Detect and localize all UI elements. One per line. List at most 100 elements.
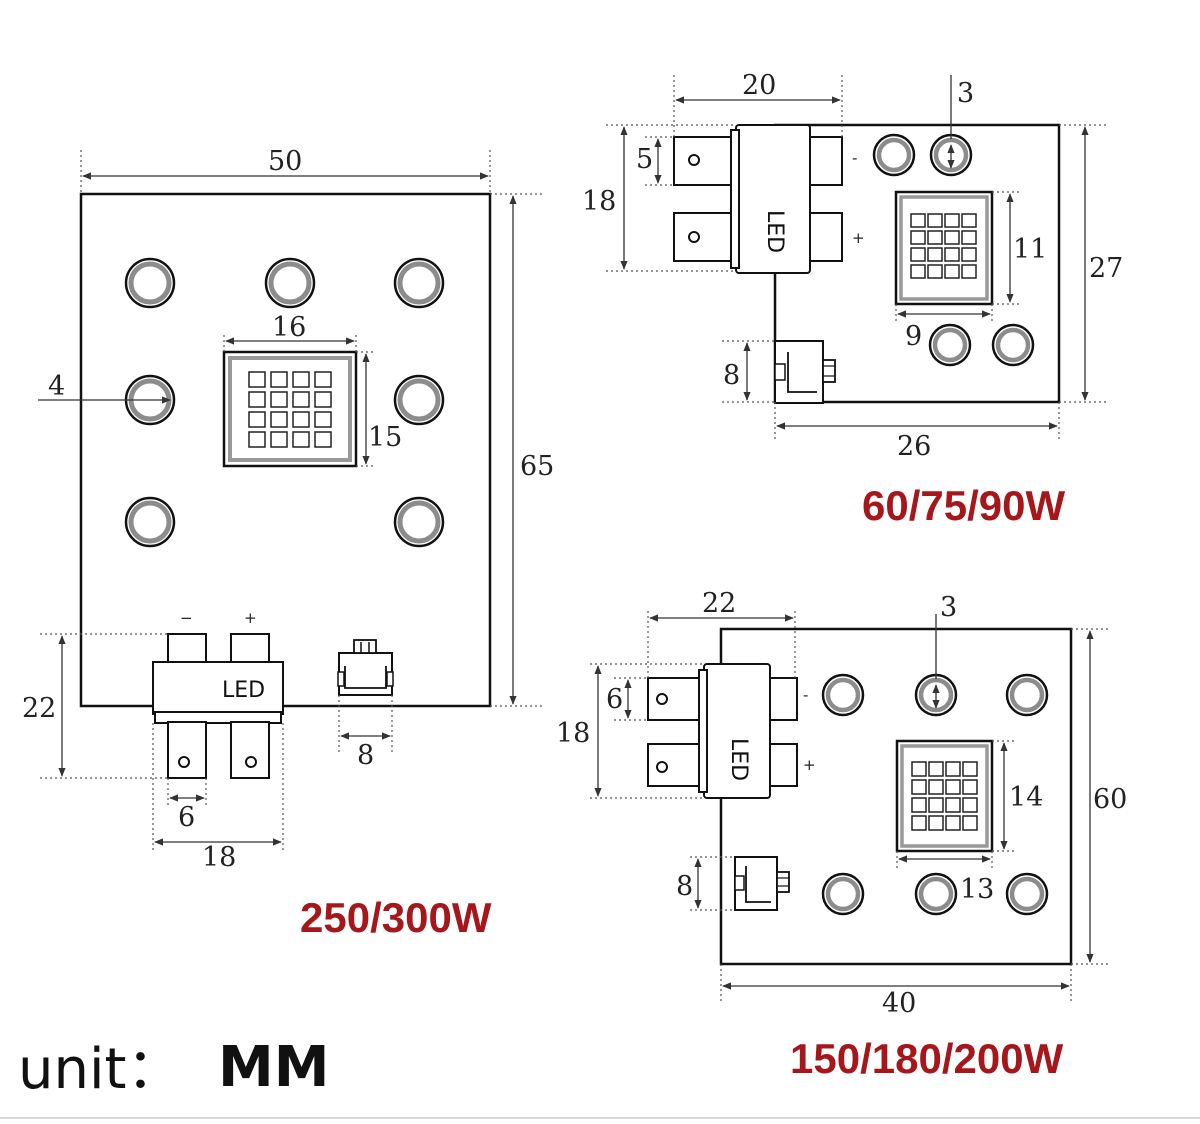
power-connector: LED - + [647, 663, 816, 799]
unit-label: unit： [18, 1037, 183, 1102]
power-connector: LED - + [673, 124, 865, 274]
mounting-hole [128, 500, 172, 544]
led-cell [292, 371, 310, 388]
led-cell [292, 431, 310, 448]
dim-terminal-width: 6 [606, 684, 623, 715]
led-cell [944, 230, 960, 245]
mounting-hole [268, 261, 312, 305]
led-cell [928, 797, 944, 813]
led-cell [928, 779, 944, 795]
driver-socket [774, 340, 836, 404]
dim-socket-height: 8 [723, 360, 740, 391]
chip-cell-grid [910, 213, 977, 279]
minus-sign: - [852, 149, 857, 167]
mounting-holes [821, 673, 1049, 916]
led-cell [945, 797, 961, 813]
dim-terminal-span: 18 [202, 842, 236, 873]
led-cell [270, 411, 288, 428]
led-cell [314, 411, 332, 428]
plus-sign: + [244, 609, 257, 627]
led-chip [222, 350, 358, 468]
board-250-300w: 4 50 16 15 65 − + LED [22, 146, 554, 941]
dim-hole-diameter: 3 [940, 592, 957, 623]
led-cell [911, 815, 927, 831]
chip-cell-grid [911, 761, 978, 831]
led-cell [944, 247, 960, 262]
driver-socket [337, 639, 394, 696]
mounting-hole [128, 261, 172, 305]
led-cell [248, 431, 266, 448]
led-cell [910, 213, 926, 228]
dim-terminal-width: 5 [636, 144, 653, 175]
led-cell [944, 213, 960, 228]
led-cell [911, 779, 927, 795]
dim-chip-height: 14 [1009, 782, 1043, 813]
dim-top-span: 22 [702, 588, 736, 619]
power-connector: − + LED [152, 609, 284, 779]
dim-hole-diameter: 4 [48, 371, 65, 402]
connector-led-label: LED [222, 678, 265, 703]
model-label-60-75-90w: 60/75/90W [862, 482, 1065, 529]
plus-sign: + [803, 756, 816, 774]
led-cell [962, 779, 978, 795]
led-cell [314, 431, 332, 448]
led-cell [927, 264, 943, 279]
dim-terminal-span: 18 [556, 718, 590, 749]
dim-board-height: 65 [520, 451, 554, 482]
mounting-holes [872, 133, 1035, 367]
led-cell [961, 247, 977, 262]
dim-top-span: 20 [742, 70, 776, 101]
dim-board-height: 27 [1089, 253, 1123, 284]
led-cell [292, 391, 310, 408]
led-cell [270, 431, 288, 448]
dim-chip-width: 9 [905, 321, 922, 352]
chip-cell-grid [248, 371, 332, 448]
led-cell [962, 797, 978, 813]
dim-board-width: 26 [897, 431, 931, 462]
model-label-150-180-200w: 150/180/200W [790, 1035, 1064, 1082]
minus-sign: - [803, 686, 808, 704]
dim-chip-width: 13 [960, 874, 994, 905]
led-cell [962, 761, 978, 777]
led-cell [270, 391, 288, 408]
led-cell [910, 230, 926, 245]
connector-led-label: LED [762, 210, 787, 253]
led-cell [927, 213, 943, 228]
led-cell [248, 371, 266, 388]
led-cell [314, 391, 332, 408]
mounting-hole [397, 261, 441, 305]
led-cell [927, 247, 943, 262]
dim-board-width: 40 [882, 988, 916, 1019]
led-cell [928, 761, 944, 777]
plus-sign: + [852, 229, 865, 247]
dim-chip-width: 16 [272, 312, 306, 343]
mounting-hole [397, 378, 441, 422]
led-cell [961, 230, 977, 245]
led-cell [911, 761, 927, 777]
dim-chip-height: 15 [368, 422, 402, 453]
dim-terminal-width: 6 [178, 802, 195, 833]
board-150-180-200w: LED - + [556, 588, 1127, 1082]
board-60-75-90w: LED - + [582, 70, 1123, 529]
led-cell [961, 213, 977, 228]
led-cell [292, 411, 310, 428]
dim-connector-offset: 22 [22, 693, 56, 724]
unit-value: MM [218, 1035, 329, 1100]
led-cell [270, 371, 288, 388]
dim-terminal-span: 18 [582, 186, 616, 217]
dim-board-width: 50 [268, 146, 302, 177]
led-cell [962, 815, 978, 831]
led-cell [945, 815, 961, 831]
led-cell [961, 264, 977, 279]
model-label-250-300w: 250/300W [300, 894, 492, 941]
led-chip [895, 739, 994, 853]
led-cell [910, 264, 926, 279]
dim-chip-height: 11 [1013, 234, 1047, 265]
led-cell [945, 779, 961, 795]
dim-socket-width: 8 [357, 740, 374, 771]
led-cell [927, 230, 943, 245]
led-cell [911, 797, 927, 813]
mounting-hole [397, 500, 441, 544]
led-chip [894, 190, 994, 306]
